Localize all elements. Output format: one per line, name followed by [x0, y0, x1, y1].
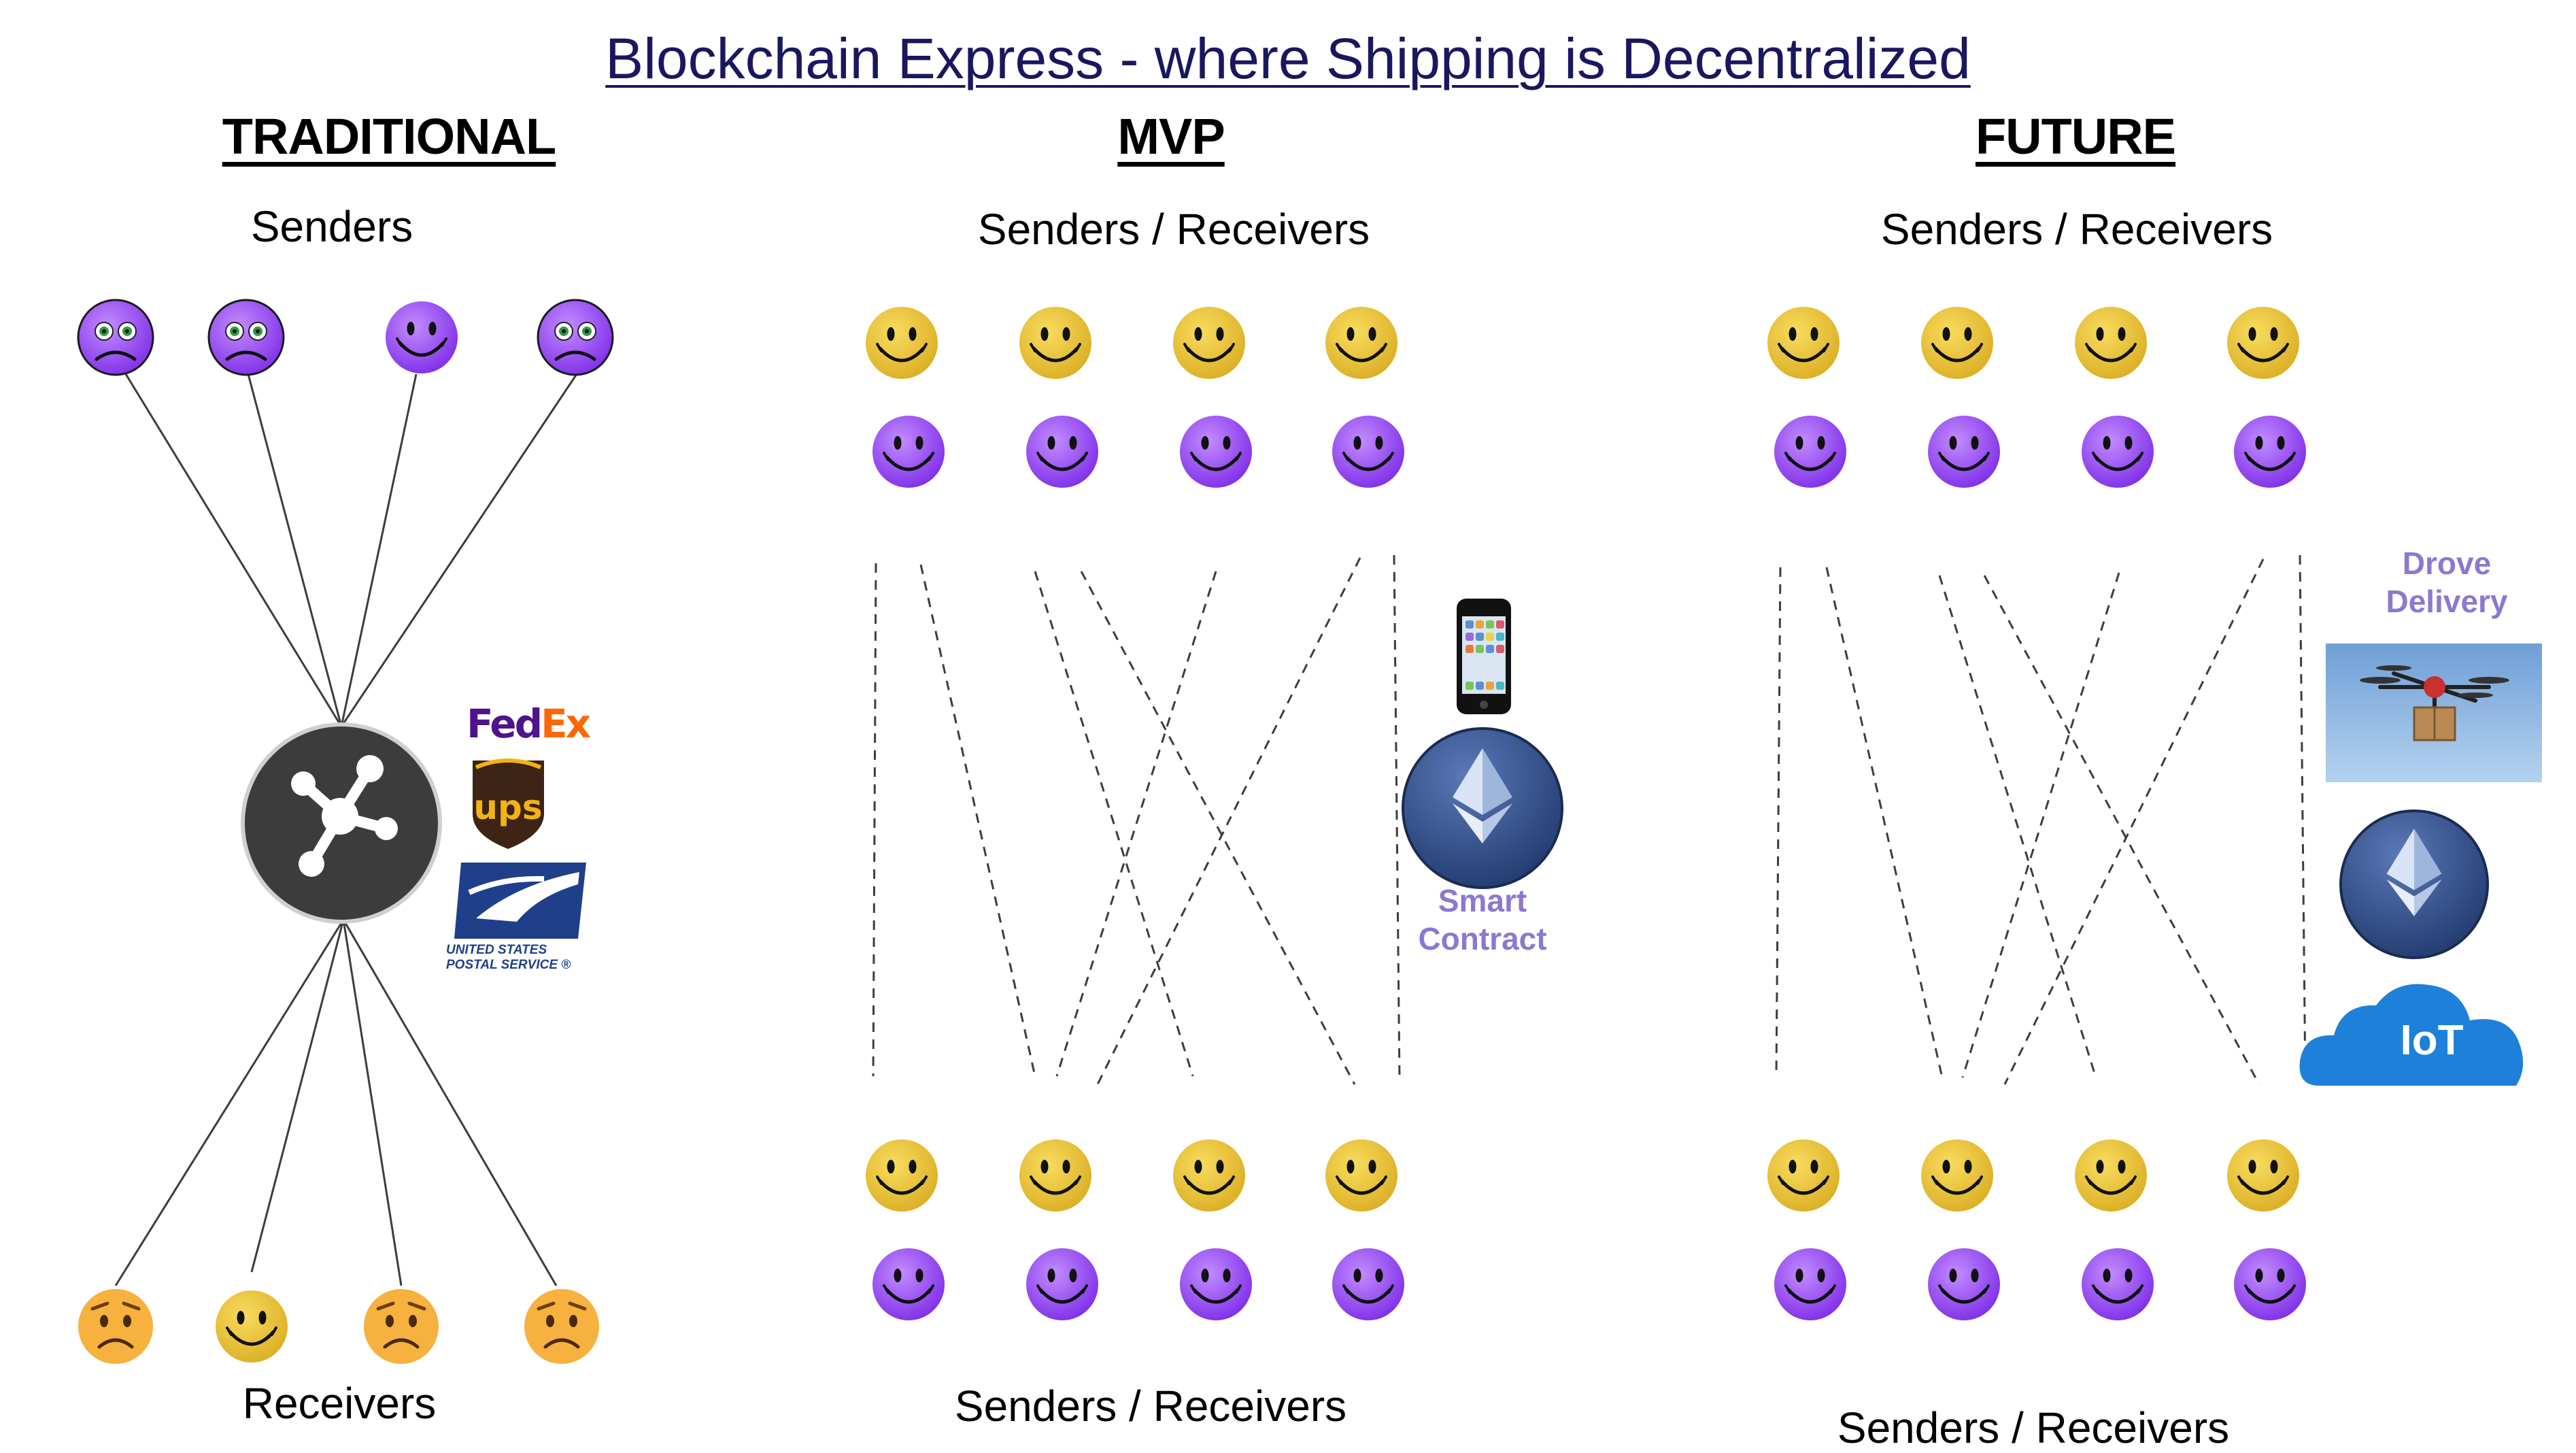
- svg-text:ups: ups: [473, 788, 542, 827]
- smiley-face-icon: [1921, 1139, 1993, 1212]
- mvp-dashed-connections: [872, 554, 1401, 1085]
- future-heading: FUTURE: [1975, 108, 2176, 165]
- sad-sender-face-icon: [209, 300, 284, 375]
- smiley-face-icon: [2227, 307, 2299, 379]
- smiley-face-icon: [1180, 1248, 1252, 1320]
- mvp-top-label: Senders / Receivers: [977, 205, 1370, 254]
- mvp-heading: MVP: [1117, 108, 1225, 165]
- sad-sender-face-icon: [78, 300, 153, 375]
- receivers-label: Receivers: [242, 1379, 437, 1428]
- smiley-face-icon: [1928, 416, 2000, 488]
- smiley-face-icon: [1921, 307, 1993, 379]
- network-hub-icon: [241, 722, 442, 924]
- future-top-yellow-faces: [1767, 307, 2299, 379]
- senders-label: Senders: [250, 202, 413, 251]
- traditional-heading: TRADITIONAL: [222, 108, 556, 165]
- smiley-face-icon: [2234, 416, 2306, 488]
- smiley-face-icon: [2234, 1248, 2306, 1320]
- ups-logo: ups: [473, 758, 544, 849]
- future-top-purple-faces: [1774, 416, 2306, 488]
- smiley-face-icon: [1332, 416, 1404, 488]
- smiley-face-icon: [1325, 307, 1397, 379]
- smiley-face-icon: [2082, 1248, 2154, 1320]
- smiley-face-icon: [1767, 307, 1840, 379]
- smiley-face-icon: [1180, 416, 1252, 488]
- smiley-face-icon: [872, 416, 945, 488]
- smiley-face-icon: [1774, 416, 1846, 488]
- mvp-bottom-yellow-faces: [866, 1139, 1397, 1212]
- smart-contract-label: Smart Contract: [1418, 883, 1547, 956]
- smiley-face-icon: [1928, 1248, 2000, 1320]
- smiley-face-icon: [1026, 416, 1098, 488]
- smiley-face-icon: [1173, 307, 1245, 379]
- future-top-label: Senders / Receivers: [1880, 205, 2273, 254]
- worried-receiver-face-icon: [78, 1289, 153, 1364]
- smiley-face-icon: [1019, 1139, 1091, 1212]
- smiley-face-icon: [2227, 1139, 2299, 1212]
- drone-delivery-label: Drove Delivery: [2386, 546, 2508, 619]
- worried-receiver-face-icon: [364, 1289, 439, 1364]
- usps-logo: [454, 863, 586, 939]
- drone-photo: [2326, 644, 2542, 782]
- smiley-face-icon: [1019, 307, 1091, 379]
- smiley-face-icon: [1332, 1248, 1404, 1320]
- smiley-face-icon: [1173, 1139, 1245, 1212]
- fedex-logo: FedEx: [467, 701, 591, 747]
- page-title: Blockchain Express - where Shipping is D…: [605, 27, 1971, 90]
- iot-label: IoT: [2400, 1017, 2464, 1064]
- smiley-face-icon: [866, 307, 938, 379]
- future-bottom-label: Senders / Receivers: [1837, 1403, 2230, 1452]
- smartphone-icon: [1457, 599, 1511, 714]
- smiley-face-icon: [2075, 307, 2147, 379]
- traditional-connections: [114, 373, 578, 1286]
- smiley-face-icon: [2075, 1139, 2147, 1212]
- future-bottom-yellow-faces: [1767, 1139, 2299, 1212]
- smiley-face-icon: [1767, 1139, 1840, 1212]
- smiley-face-icon: [872, 1248, 945, 1320]
- happy-receiver-face-icon: [216, 1290, 288, 1363]
- mvp-bottom-purple-faces: [872, 1248, 1404, 1320]
- worried-receiver-face-icon: [524, 1289, 599, 1364]
- ethereum-icon: [1402, 727, 1563, 889]
- smiley-face-icon: [1325, 1139, 1397, 1212]
- future-dashed-connections: [1775, 554, 2307, 1085]
- future-bottom-purple-faces: [1774, 1248, 2306, 1320]
- iot-cloud-icon: [2299, 984, 2524, 1086]
- usps-caption: UNITED STATES POSTAL SERVICE ®: [446, 943, 571, 972]
- smiley-face-icon: [866, 1139, 938, 1212]
- smiley-face-icon: [1026, 1248, 1098, 1320]
- smiley-face-icon: [2082, 416, 2154, 488]
- sad-sender-face-icon: [538, 300, 613, 375]
- mvp-top-purple-faces: [872, 416, 1404, 488]
- ethereum-icon: [2339, 809, 2489, 959]
- mvp-top-yellow-faces: [866, 307, 1397, 379]
- mvp-bottom-label: Senders / Receivers: [954, 1382, 1347, 1431]
- happy-sender-face-icon: [386, 301, 458, 373]
- smiley-face-icon: [1774, 1248, 1846, 1320]
